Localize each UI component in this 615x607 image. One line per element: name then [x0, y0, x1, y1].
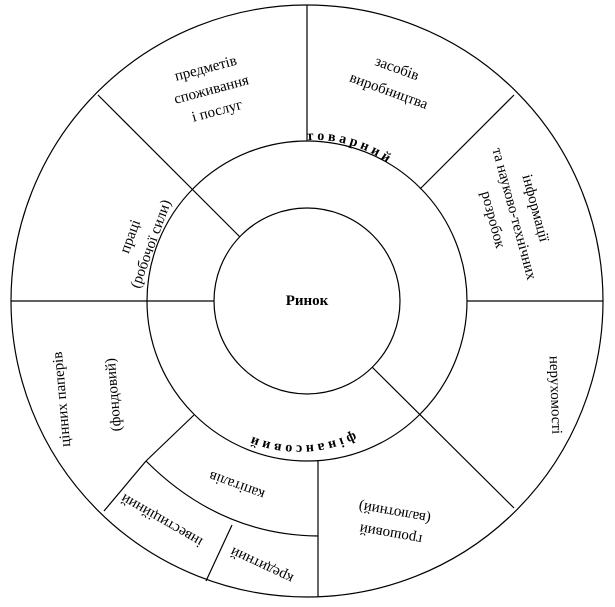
segment-information: інформації та науково-технічних розробок — [477, 146, 552, 282]
segment-real-estate: нерухомості — [546, 356, 565, 435]
divider-upper-right — [419, 94, 515, 190]
divider-investment-securities — [103, 460, 147, 512]
segment-securities: цінних паперів (фондовий) — [50, 351, 125, 447]
divider-capital-arc — [145, 460, 319, 537]
divider-lower-left-a — [145, 414, 195, 462]
svg-text:(фондовий): (фондовий) — [103, 357, 125, 432]
divider-lower-right — [371, 366, 515, 509]
segment-consumer-goods: предметів споживання і послуг — [172, 53, 250, 126]
svg-text:кредитний: кредитний — [228, 543, 296, 586]
divider-upper-left — [97, 94, 241, 238]
segment-monetary: грошовий (валютний) — [357, 498, 431, 547]
ring-label-goods: т о в а р н и й — [306, 129, 393, 166]
divider-credit-investment — [205, 524, 233, 582]
segment-credit: кредитний — [228, 543, 296, 586]
svg-text:нерухомості: нерухомості — [546, 356, 565, 435]
center-label: Ринок — [286, 293, 329, 309]
ring-label-financial: ф і н а н с о в и й — [249, 429, 359, 457]
segment-labour: праці (робочої сили) — [117, 198, 174, 291]
svg-text:цінних паперів: цінних паперів — [50, 351, 74, 447]
segment-capital: капіталів — [207, 468, 267, 503]
svg-text:капіталів: капіталів — [207, 468, 267, 503]
segment-means-of-production: засобів виробництва — [347, 54, 430, 114]
